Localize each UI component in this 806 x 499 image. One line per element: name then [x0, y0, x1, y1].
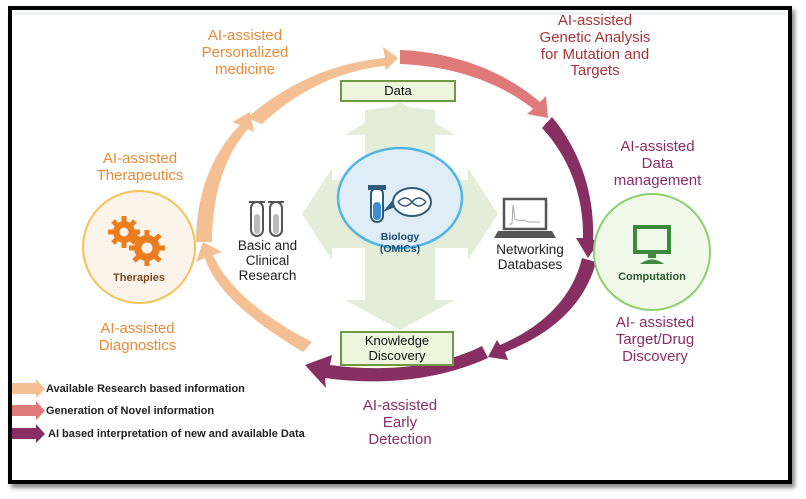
biology-line1: Biology [380, 231, 420, 243]
target-line3: Discovery [622, 347, 688, 365]
networking-databases-label: Networking Databases [485, 242, 575, 272]
basic-line1: Basic and [237, 238, 298, 253]
networking-line2: Databases [497, 257, 563, 273]
arrow-purple-bottom [305, 346, 488, 388]
genetic-line2: Genetic Analysis [539, 28, 651, 46]
therapies-label: Therapies [113, 272, 165, 284]
therapeutics-line2: Therapeutics [96, 166, 184, 184]
personalized-line3: medicine [214, 60, 276, 78]
legend-item-novel: Generation of Novel information [42, 403, 214, 419]
label-target-drug-discovery: AI- assisted Target/Drug Discovery [600, 314, 710, 365]
test-tubes-icon [249, 201, 284, 237]
early-line1: AI-assisted [362, 397, 438, 414]
down-arrowhead [345, 300, 455, 330]
arrow-purple-right-lower [488, 258, 596, 360]
data-box: Data [340, 80, 456, 102]
personalized-line1: AI-assisted [207, 27, 283, 44]
legend-arrow-orange [12, 379, 45, 398]
diagnostics-line2: Diagnostics [98, 336, 177, 354]
arrow-purple-right-upper [542, 117, 600, 258]
genetic-line3: for Mutation and [540, 45, 650, 63]
arrow-orange-upper-left [196, 112, 254, 242]
therapeutics-line1: AI-assisted [102, 150, 178, 167]
test-tube-dna-icon [368, 185, 432, 223]
data-box-label: Data [384, 83, 412, 98]
biology-line2: (OMICs) [379, 242, 421, 255]
target-line1: AI- assisted [615, 314, 695, 331]
label-early-detection: AI-assisted Early Detection [345, 397, 455, 448]
legend-label: Generation of Novel information [46, 405, 215, 417]
legend-label: AI based interpretation of new and avail… [48, 428, 305, 440]
gears-icon [108, 216, 165, 266]
legend-item-ai: AI based interpretation of new and avail… [44, 426, 305, 442]
networking-line1: Networking [496, 242, 564, 257]
biology-label: Biology (OMICs) [360, 231, 440, 256]
genetic-line4: Targets [570, 62, 620, 80]
basic-line2: Clinical [245, 253, 290, 269]
basic-clinical-research-label: Basic and Clinical Research [225, 238, 310, 283]
diagnostics-line1: AI-assisted [100, 320, 175, 337]
label-diagnostics: AI-assisted Diagnostics [80, 320, 195, 355]
label-therapeutics: AI-assisted Therapeutics [80, 150, 200, 185]
up-arrowhead [345, 102, 455, 135]
label-personalized-medicine: AI-assisted Personalized medicine [185, 27, 305, 78]
knowledge-line1: Knowledge [364, 333, 430, 348]
data-mgmt-line1: AI-assisted [620, 138, 695, 155]
left-arrowhead [302, 168, 332, 260]
knowledge-line2: Discovery [368, 347, 426, 363]
label-data-management: AI-assisted Data management [600, 138, 715, 189]
legend-arrow-pink [12, 401, 45, 420]
arrow-orange-lower-left [196, 242, 312, 352]
data-mgmt-line3: management [613, 171, 702, 189]
early-line2: Early [382, 413, 418, 431]
knowledge-discovery-box: Knowledge Discovery [340, 331, 454, 366]
right-arrowhead [468, 168, 498, 260]
personalized-line2: Personalized [201, 43, 289, 61]
legend-arrows [12, 379, 45, 443]
monitor-icon [633, 225, 671, 264]
legend-label: Available Research based information [46, 383, 245, 395]
laptop-icon [494, 197, 556, 238]
computation-label: Computation [618, 271, 686, 283]
legend-item-available: Available Research based information [42, 381, 245, 397]
arrow-pink-top [400, 50, 548, 118]
legend-arrow-purple [12, 424, 45, 443]
arrow-orange-top [247, 47, 398, 124]
early-line3: Detection [368, 430, 432, 448]
basic-line3: Research [238, 268, 297, 284]
target-line2: Target/Drug [615, 330, 695, 348]
genetic-line1: AI-assisted [557, 12, 633, 29]
label-genetic-analysis: AI-assisted Genetic Analysis for Mutatio… [520, 12, 670, 80]
data-mgmt-line2: Data [641, 154, 674, 172]
